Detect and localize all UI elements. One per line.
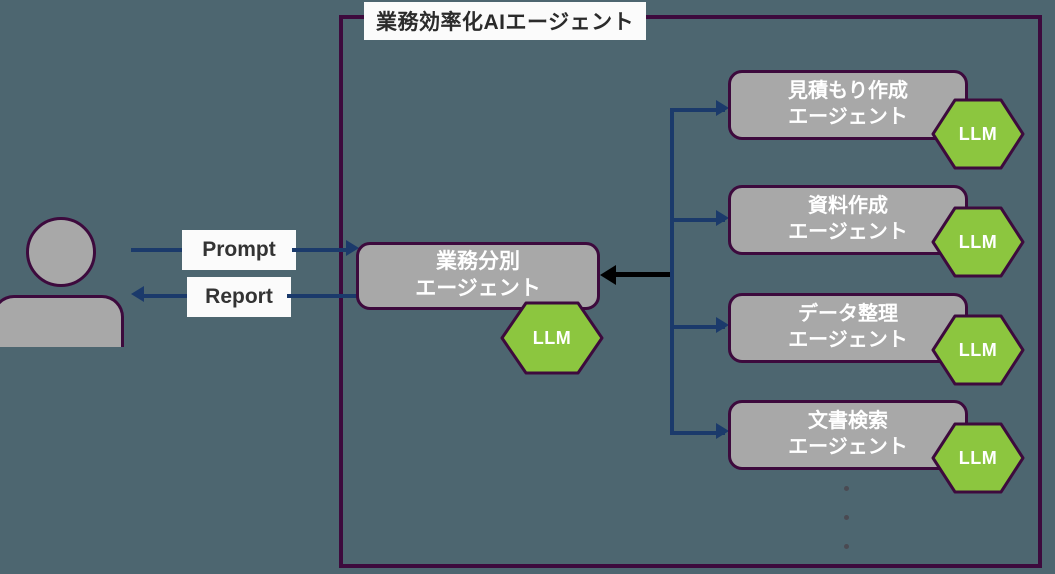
sub-agent-3-line-2: エージェント — [788, 329, 908, 351]
return-flow-arrowhead-icon — [600, 265, 616, 285]
sub-agent-box-1[interactable]: 見積もり作成 エージェント — [728, 70, 968, 140]
more-agents-dot-1-icon — [844, 486, 849, 491]
branch-arrowhead-1-icon — [716, 100, 729, 116]
user-avatar-body-icon — [0, 295, 124, 347]
branch-arrowhead-2-icon — [716, 210, 729, 226]
more-agents-dot-2-icon — [844, 515, 849, 520]
sub-agent-4-llm-label: LLM — [958, 447, 998, 468]
sub-agent-1-line-2: エージェント — [788, 106, 908, 128]
system-title-label: 業務効率化AIエージェント — [364, 2, 647, 40]
branch-line-3 — [670, 325, 725, 329]
sub-agent-4-llm-badge[interactable]: LLM — [931, 422, 1025, 494]
sub-agent-4-line-2: エージェント — [788, 436, 908, 458]
sub-agent-3-llm-label: LLM — [958, 339, 998, 360]
sub-agent-2-line-1: 資料作成 — [808, 195, 888, 218]
prompt-label: Prompt — [182, 230, 296, 270]
main-agent-llm-label: LLM — [532, 327, 572, 348]
sub-agent-box-2[interactable]: 資料作成 エージェント — [728, 185, 968, 255]
main-agent-line-2: エージェント — [415, 277, 541, 300]
sub-agent-1-llm-label: LLM — [958, 123, 998, 144]
prompt-arrowhead-icon — [346, 240, 359, 256]
sub-agent-2-llm-badge[interactable]: LLM — [931, 206, 1025, 278]
more-agents-dot-3-icon — [844, 544, 849, 549]
report-label: Report — [187, 277, 291, 317]
return-flow-line — [614, 272, 674, 277]
prompt-line-right — [292, 248, 352, 252]
branch-arrowhead-4-icon — [716, 423, 729, 439]
sub-agent-1-llm-badge[interactable]: LLM — [931, 98, 1025, 170]
report-arrowhead-icon — [131, 286, 144, 302]
main-agent-box[interactable]: 業務分別 エージェント — [356, 242, 600, 310]
sub-agent-4-line-1: 文書検索 — [808, 410, 888, 433]
branch-arrowhead-3-icon — [716, 317, 729, 333]
sub-agent-box-4[interactable]: 文書検索 エージェント — [728, 400, 968, 470]
main-agent-line-1: 業務分別 — [436, 250, 520, 274]
branch-line-4 — [670, 431, 725, 435]
system-boundary-frame — [339, 15, 1042, 568]
sub-agent-3-llm-badge[interactable]: LLM — [931, 314, 1025, 386]
sub-agent-1-line-1: 見積もり作成 — [788, 80, 908, 103]
main-agent-llm-badge[interactable]: LLM — [500, 301, 604, 375]
report-line-left — [143, 294, 191, 298]
branch-line-2 — [670, 218, 725, 222]
fanout-spine — [670, 108, 674, 435]
prompt-line-left — [131, 248, 186, 252]
user-avatar-head-icon — [26, 217, 96, 287]
branch-line-1 — [670, 108, 725, 112]
sub-agent-3-line-1: データ整理 — [798, 303, 898, 326]
sub-agent-2-llm-label: LLM — [958, 231, 998, 252]
report-line-right — [287, 294, 357, 298]
sub-agent-2-line-2: エージェント — [788, 221, 908, 243]
